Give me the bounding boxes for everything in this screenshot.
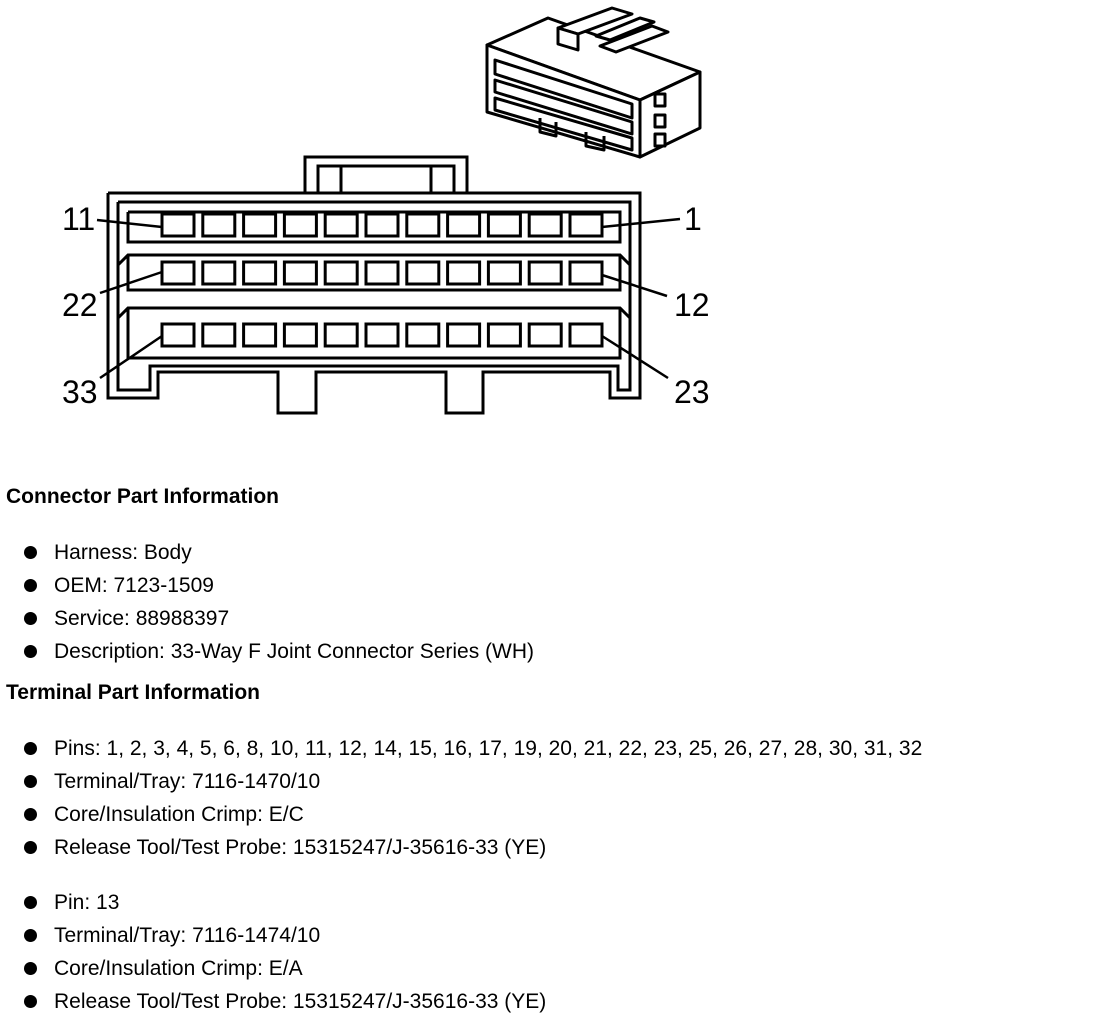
bullet-icon <box>24 775 37 788</box>
terminal-cavity <box>405 260 441 286</box>
bullet-icon <box>24 645 37 658</box>
terminal-cavity <box>405 322 441 348</box>
terminal-cavity <box>282 322 318 348</box>
list-item-text: Core/Insulation Crimp: E/C <box>54 803 304 826</box>
terminal-cavity <box>364 322 400 348</box>
terminal-cavity <box>160 212 196 238</box>
list-item-text: Terminal/Tray: 7116-1474/10 <box>54 924 321 947</box>
list-item-text: Release Tool/Test Probe: 15315247/J-3561… <box>54 836 547 859</box>
bullet-icon <box>24 929 37 942</box>
terminal-cavity <box>242 260 278 286</box>
terminal-cavity <box>486 260 522 286</box>
terminal-cavity <box>446 212 482 238</box>
list-item-text: Service: 88988397 <box>54 607 230 630</box>
terminal-cavity <box>527 212 563 238</box>
bullet-icon <box>24 962 37 975</box>
terminal-cavity <box>242 212 278 238</box>
terminal-cavity <box>446 322 482 348</box>
terminal-cavities <box>160 212 604 348</box>
list-item-text: Pins: 1, 2, 3, 4, 5, 6, 8, 10, 11, 12, 1… <box>54 737 923 760</box>
connector-diagram: 11 1 22 12 33 23 <box>62 6 710 415</box>
terminal-cavity <box>486 212 522 238</box>
terminal-cavity <box>527 322 563 348</box>
bullet-icon <box>24 896 37 909</box>
bullet-icon <box>24 742 37 755</box>
list-item: Core/Insulation Crimp: E/C <box>6 798 1116 831</box>
terminal-cavity <box>323 260 359 286</box>
list-item-text: Release Tool/Test Probe: 15315247/J-3561… <box>54 990 547 1013</box>
bullet-icon <box>24 612 37 625</box>
leader-lines <box>96 217 681 380</box>
connector-info-list: Harness: Body OEM: 7123-1509 Service: 88… <box>6 536 1116 668</box>
list-item: OEM: 7123-1509 <box>6 569 1116 602</box>
terminal-info-list-2: Pin: 13 Terminal/Tray: 7116-1474/10 Core… <box>6 886 1116 1018</box>
list-item: Release Tool/Test Probe: 15315247/J-3561… <box>6 831 1116 864</box>
connector-section-title: Connector Part Information <box>6 485 280 508</box>
terminal-cavity <box>282 260 318 286</box>
terminal-cavity <box>527 260 563 286</box>
list-item: Core/Insulation Crimp: E/A <box>6 952 1116 985</box>
terminal-cavity <box>323 322 359 348</box>
pin-label-22: 22 <box>62 287 98 323</box>
list-item: Release Tool/Test Probe: 15315247/J-3561… <box>6 985 1116 1018</box>
bullet-icon <box>24 841 37 854</box>
terminal-section-title: Terminal Part Information <box>6 681 260 704</box>
terminal-cavity <box>486 322 522 348</box>
list-item: Service: 88988397 <box>6 602 1116 635</box>
list-item: Description: 33-Way F Joint Connector Se… <box>6 635 1116 668</box>
pin-label-11: 11 <box>62 201 95 237</box>
pin-label-1: 1 <box>684 201 702 237</box>
terminal-cavity <box>160 322 196 348</box>
list-item-text: Description: 33-Way F Joint Connector Se… <box>54 640 535 663</box>
bullet-icon <box>24 579 37 592</box>
bullet-icon <box>24 995 37 1008</box>
list-item-text: Core/Insulation Crimp: E/A <box>54 957 303 980</box>
terminal-cavity <box>201 260 237 286</box>
terminal-cavity <box>201 322 237 348</box>
list-item-text: Harness: Body <box>54 541 192 564</box>
terminal-cavity <box>242 322 278 348</box>
terminal-cavity <box>446 260 482 286</box>
list-item-text: Terminal/Tray: 7116-1470/10 <box>54 770 321 793</box>
list-item: Pin: 13 <box>6 886 1116 919</box>
pin-label-12: 12 <box>674 287 710 323</box>
list-item-text: OEM: 7123-1509 <box>54 574 214 597</box>
terminal-cavity <box>364 260 400 286</box>
terminal-info-list-1: Pins: 1, 2, 3, 4, 5, 6, 8, 10, 11, 12, 1… <box>6 732 1116 864</box>
list-item-text: Pin: 13 <box>54 891 120 914</box>
terminal-cavity <box>405 212 441 238</box>
pin-label-23: 23 <box>674 374 710 410</box>
connector-3d-illustration <box>485 6 702 159</box>
list-item: Harness: Body <box>6 536 1116 569</box>
terminal-cavity <box>568 212 604 238</box>
terminal-cavity <box>364 212 400 238</box>
terminal-cavity <box>201 212 237 238</box>
terminal-cavity <box>568 322 604 348</box>
terminal-cavity <box>323 212 359 238</box>
connector-front-face <box>106 155 642 415</box>
list-item: Pins: 1, 2, 3, 4, 5, 6, 8, 10, 11, 12, 1… <box>6 732 1116 765</box>
terminal-cavity <box>282 212 318 238</box>
part-information: Connector Part Information Harness: Body… <box>6 480 1116 1018</box>
list-item: Terminal/Tray: 7116-1470/10 <box>6 765 1116 798</box>
list-item: Terminal/Tray: 7116-1474/10 <box>6 919 1116 952</box>
bullet-icon <box>24 546 37 559</box>
terminal-cavity <box>160 260 196 286</box>
bullet-icon <box>24 808 37 821</box>
terminal-cavity <box>568 260 604 286</box>
pin-label-33: 33 <box>62 374 98 410</box>
